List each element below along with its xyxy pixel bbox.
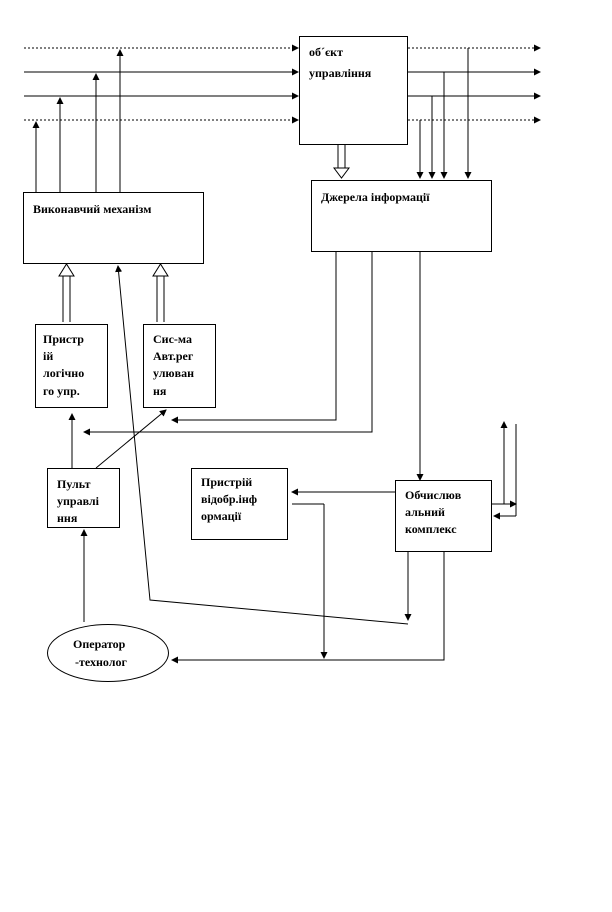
node-object bbox=[299, 36, 408, 145]
node-logic-label-4: го упр. bbox=[43, 384, 80, 398]
connector bbox=[115, 265, 409, 625]
node-display-label-1: Пристрій bbox=[201, 475, 253, 489]
node-actuator-label: Виконавчий механізм bbox=[33, 202, 152, 216]
node-auto-regulation bbox=[143, 324, 216, 408]
connector bbox=[152, 263, 169, 277]
node-object-label-2: управління bbox=[309, 66, 372, 80]
node-autoreg-label-1: Сис-ма bbox=[153, 332, 192, 346]
connector bbox=[95, 409, 167, 469]
node-actuator bbox=[23, 192, 204, 264]
node-operator-label-1: Оператор bbox=[73, 637, 126, 651]
node-computer-label-3: комплекс bbox=[405, 522, 457, 536]
node-operator bbox=[47, 624, 169, 682]
node-logic-label-1: Пристр bbox=[43, 332, 84, 346]
node-autoreg-label-4: ня bbox=[153, 384, 167, 398]
node-operator-label-2: -технолог bbox=[75, 655, 127, 669]
node-logic-device bbox=[35, 324, 108, 408]
node-console-label-2: управлі bbox=[57, 494, 99, 508]
connector bbox=[83, 252, 373, 436]
node-autoreg-label-3: улюван bbox=[153, 366, 194, 380]
node-display-label-3: ормації bbox=[201, 509, 242, 523]
connector bbox=[171, 552, 445, 664]
node-logic-label-2: ій bbox=[43, 349, 54, 363]
node-console-label-1: Пульт bbox=[57, 477, 91, 491]
node-computing-complex bbox=[395, 480, 492, 552]
connector bbox=[171, 252, 337, 424]
node-object-label-1: об´єкт bbox=[309, 45, 343, 59]
node-autoreg-label-2: Авт.рег bbox=[153, 349, 194, 363]
connector bbox=[333, 167, 350, 179]
node-sources bbox=[311, 180, 492, 252]
node-display-device bbox=[191, 468, 288, 540]
node-computer-label-1: Обчислюв bbox=[405, 488, 462, 502]
node-control-console bbox=[47, 468, 120, 528]
node-logic-label-3: логічно bbox=[43, 366, 85, 380]
node-console-label-3: ння bbox=[57, 511, 78, 525]
connector bbox=[58, 263, 75, 277]
node-sources-label: Джерела інформації bbox=[321, 190, 430, 204]
node-display-label-2: відобр.інф bbox=[201, 492, 258, 506]
node-computer-label-2: альний bbox=[405, 505, 445, 519]
